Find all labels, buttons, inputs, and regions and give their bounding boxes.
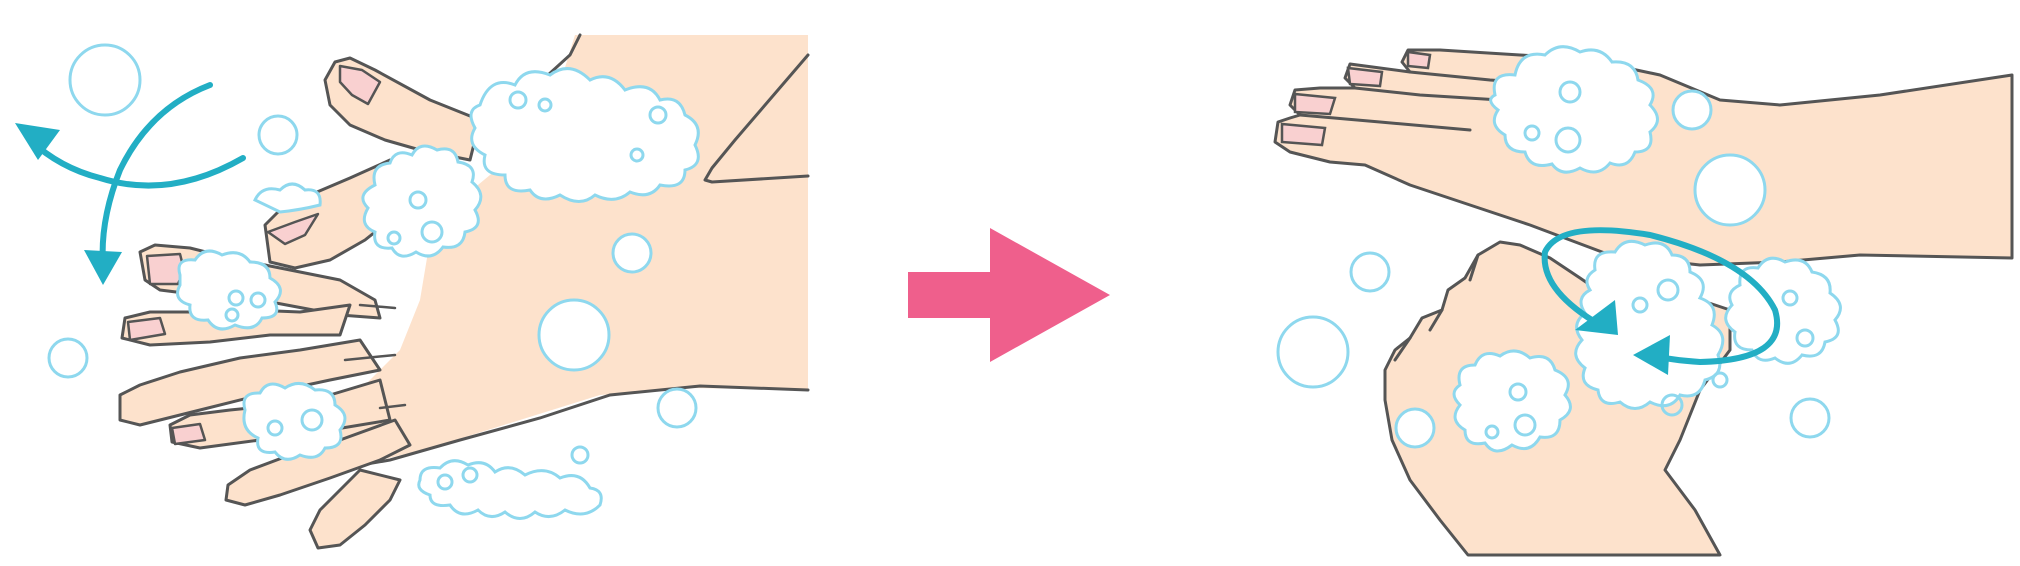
right-arrow-icon <box>908 228 1110 362</box>
soap-bubble-icon <box>1276 89 1831 449</box>
circular-arrowhead-2 <box>1633 335 1670 375</box>
lower-thumb <box>308 468 402 550</box>
bubble <box>257 114 299 156</box>
bubble <box>1394 407 1436 449</box>
soap-foam-icon <box>176 67 700 520</box>
foam-fist <box>1452 349 1572 453</box>
foam-small-top <box>253 182 322 214</box>
bubble <box>1789 397 1831 439</box>
bubble <box>1671 89 1713 131</box>
foam-lower <box>242 382 347 461</box>
fist-knuckle-lines <box>1393 253 1480 362</box>
bubble <box>1276 315 1350 389</box>
foam-middle <box>361 144 483 258</box>
foam-left <box>176 249 282 331</box>
soap-bubble-icon <box>47 43 698 429</box>
bubble <box>656 387 698 429</box>
upper-finger-2-nail <box>266 212 320 246</box>
foam-center <box>1574 239 1725 410</box>
circular-arrowhead-1 <box>1575 300 1618 335</box>
foam-top-right <box>469 67 700 203</box>
bubble <box>1349 251 1391 293</box>
bubble <box>47 337 89 379</box>
lower-finger-3 <box>118 338 382 427</box>
flat-hand-nails <box>1280 50 1432 147</box>
wrist-top-outline <box>703 53 810 184</box>
foam-dots-right <box>1484 80 1815 440</box>
motion-arrowhead-left <box>15 123 60 160</box>
circular-motion-arrow-icon <box>1541 227 1781 366</box>
knuckle-lines <box>343 303 407 410</box>
lower-finger-2-nail <box>126 316 167 342</box>
upper-thumb-outline <box>546 33 582 77</box>
motion-arrowhead-down <box>84 250 122 285</box>
foam-dots <box>224 90 668 491</box>
bubble <box>611 232 653 274</box>
lower-finger-4-nail <box>170 422 207 446</box>
top-index-nail <box>338 64 382 106</box>
bubble <box>537 298 611 372</box>
bubble <box>68 43 142 117</box>
bubble <box>1693 153 1767 227</box>
right-panel <box>1273 45 2014 557</box>
curved-motion-arrows-icon <box>27 82 246 268</box>
left-panel <box>15 33 810 550</box>
